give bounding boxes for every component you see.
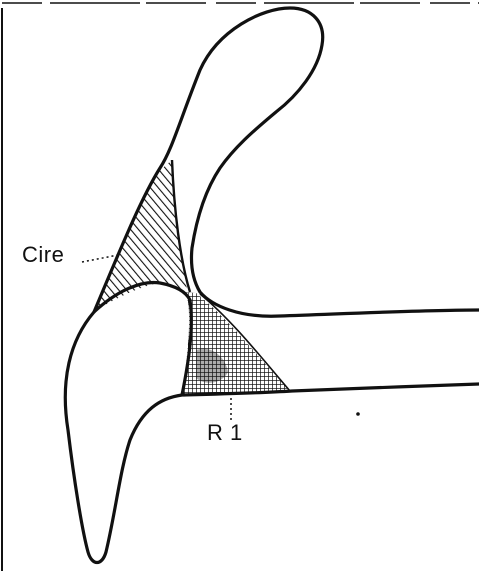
- lower-tooth-outline: [65, 312, 479, 563]
- wax-leader-line: [82, 255, 118, 262]
- wax-label: Cire: [22, 242, 64, 267]
- lower-tooth-top-boundary: [94, 282, 191, 395]
- resin-label: R 1: [207, 420, 243, 445]
- stray-dot: [356, 412, 360, 416]
